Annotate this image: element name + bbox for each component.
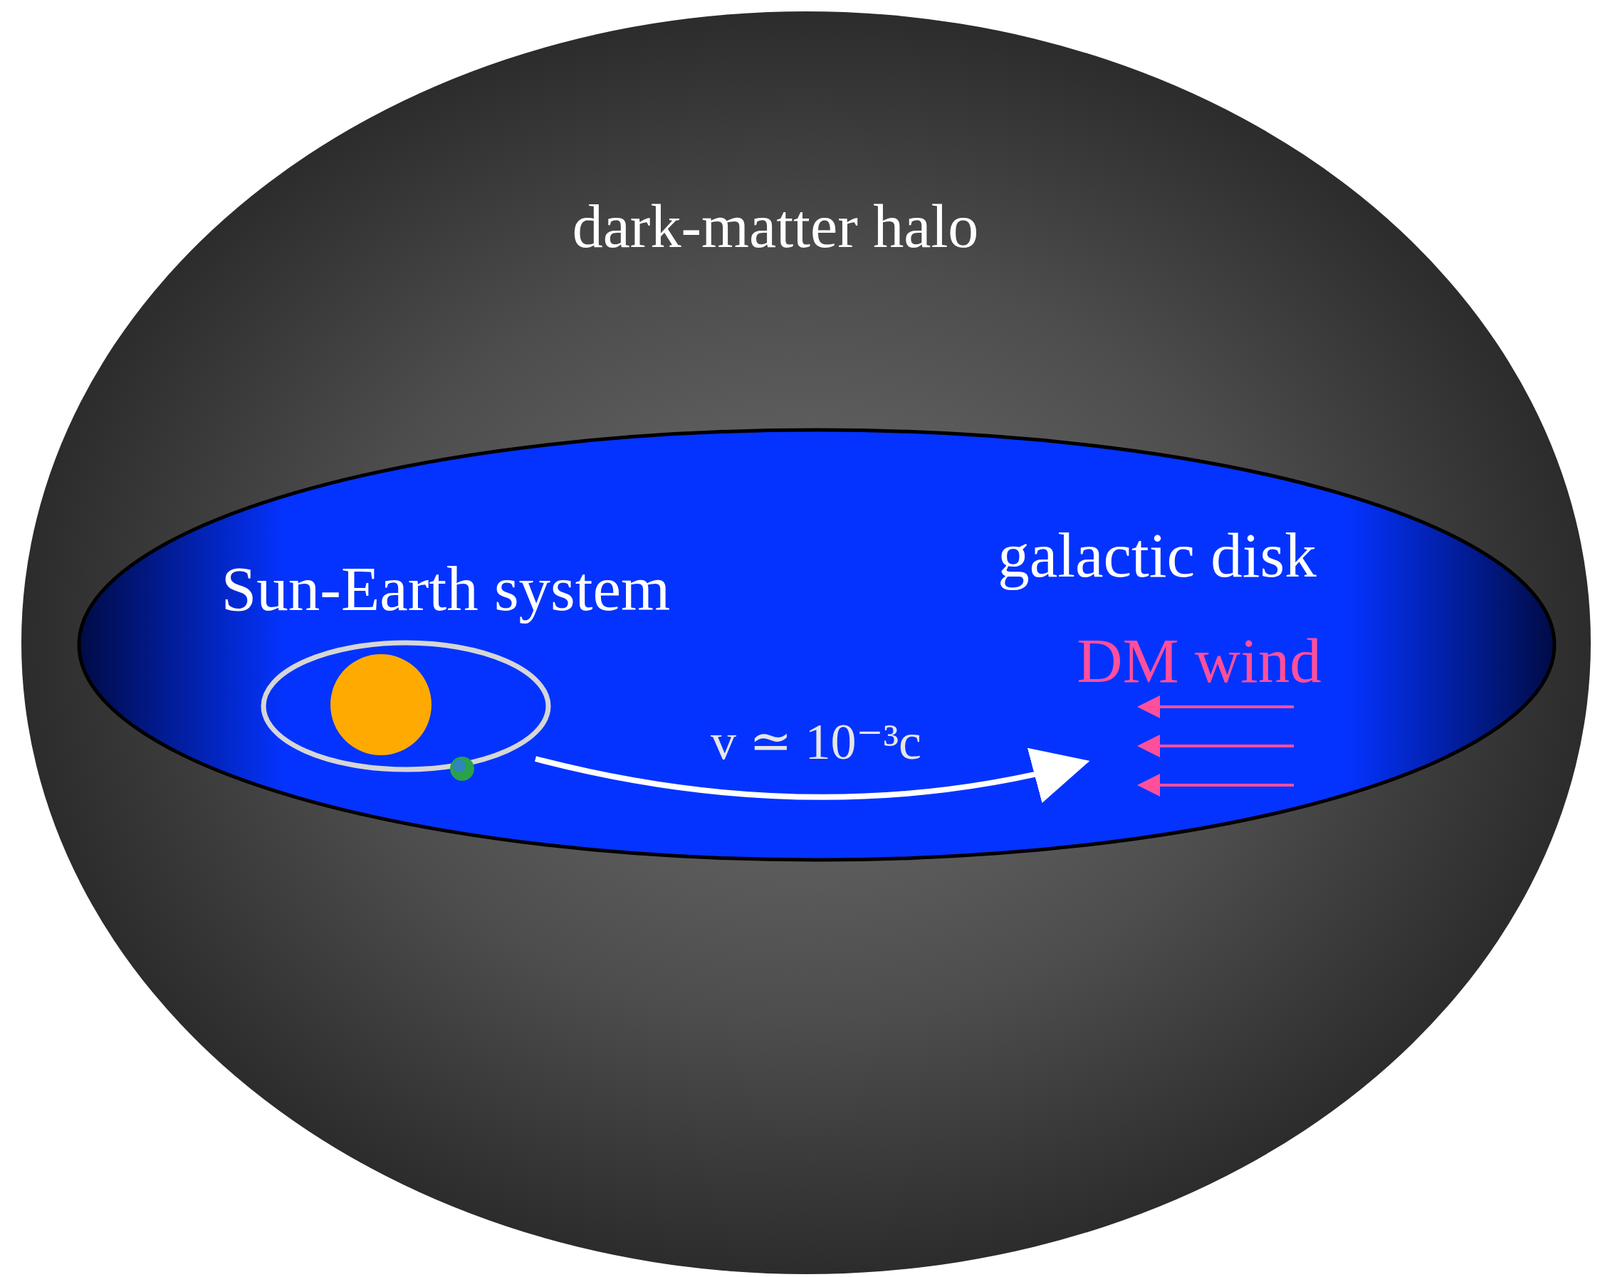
velocity-label: v ≃ 10⁻³c bbox=[710, 714, 922, 771]
earth bbox=[450, 756, 475, 782]
sun bbox=[330, 654, 432, 756]
wind-label: DM wind bbox=[1076, 626, 1322, 697]
region-title: galactic disk bbox=[997, 521, 1316, 592]
earth-orbit bbox=[263, 642, 549, 770]
earth-ocean bbox=[452, 759, 466, 773]
halo-region: dark-matter halo galactic disk bbox=[19, 9, 1593, 1277]
system-label: Sun-Earth system bbox=[221, 554, 671, 625]
wind-arrow bbox=[1142, 783, 1294, 787]
wind-arrow bbox=[1142, 744, 1294, 748]
wind-arrow bbox=[1142, 705, 1294, 709]
region-title: dark-matter halo bbox=[572, 192, 980, 261]
